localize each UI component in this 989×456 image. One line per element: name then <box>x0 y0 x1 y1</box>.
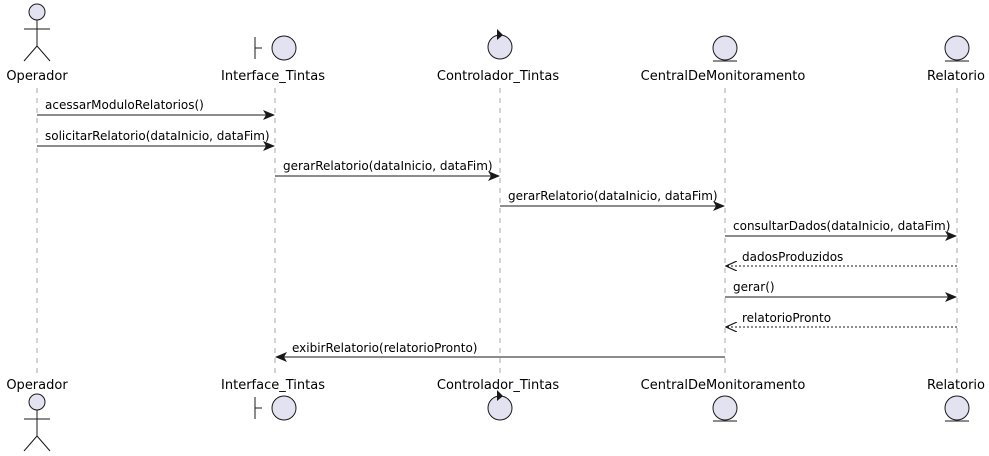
participant-label-operador: Operador <box>6 69 68 84</box>
entity-icon <box>944 395 970 422</box>
message: exibirRelatorio(relatorioPronto) <box>275 341 725 362</box>
boundary-icon <box>254 35 297 61</box>
message-label: relatorioPronto <box>742 311 831 325</box>
control-icon <box>487 29 513 60</box>
message-label: solicitarRelatorio(dataInicio, dataFim) <box>45 129 270 143</box>
participant-label-central: CentralDeMonitoramento <box>641 378 806 393</box>
participant-label-interface: Interface_Tintas <box>221 378 325 393</box>
participant-label-relatorio: Relatorio <box>927 69 985 84</box>
message: acessarModuloRelatorios() <box>37 98 275 120</box>
participant-label-central: CentralDeMonitoramento <box>641 69 806 84</box>
participant-label-operador: Operador <box>6 378 68 393</box>
boundary-icon <box>254 395 297 421</box>
message-label: consultarDados(dataInicio, dataFim) <box>733 219 950 233</box>
entity-icon <box>712 395 738 422</box>
entity-icon <box>712 35 738 62</box>
message-label: gerar() <box>733 280 775 294</box>
message: consultarDados(dataInicio, dataFim) <box>725 219 957 241</box>
message-label: dadosProduzidos <box>742 250 843 264</box>
message-label: gerarRelatorio(dataInicio, dataFim) <box>283 159 493 173</box>
participant-label-controlador: Controlador_Tintas <box>437 378 559 393</box>
message: gerarRelatorio(dataInicio, dataFim) <box>500 189 725 211</box>
message: gerarRelatorio(dataInicio, dataFim) <box>275 159 500 181</box>
message: solicitarRelatorio(dataInicio, dataFim) <box>37 129 275 151</box>
participant-label-controlador: Controlador_Tintas <box>437 69 559 84</box>
message-label: acessarModuloRelatorios() <box>45 98 204 112</box>
control-icon <box>487 390 513 421</box>
actor-icon <box>23 3 51 62</box>
message-label: exibirRelatorio(relatorioPronto) <box>292 341 477 355</box>
message: gerar() <box>725 280 957 302</box>
return-message: relatorioPronto <box>726 311 957 327</box>
actor-icon <box>23 393 51 452</box>
participant-label-relatorio: Relatorio <box>927 378 985 393</box>
entity-icon <box>944 35 970 62</box>
message-label: gerarRelatorio(dataInicio, dataFim) <box>508 189 718 203</box>
participant-label-interface: Interface_Tintas <box>221 69 325 84</box>
return-message: dadosProduzidos <box>726 250 957 266</box>
